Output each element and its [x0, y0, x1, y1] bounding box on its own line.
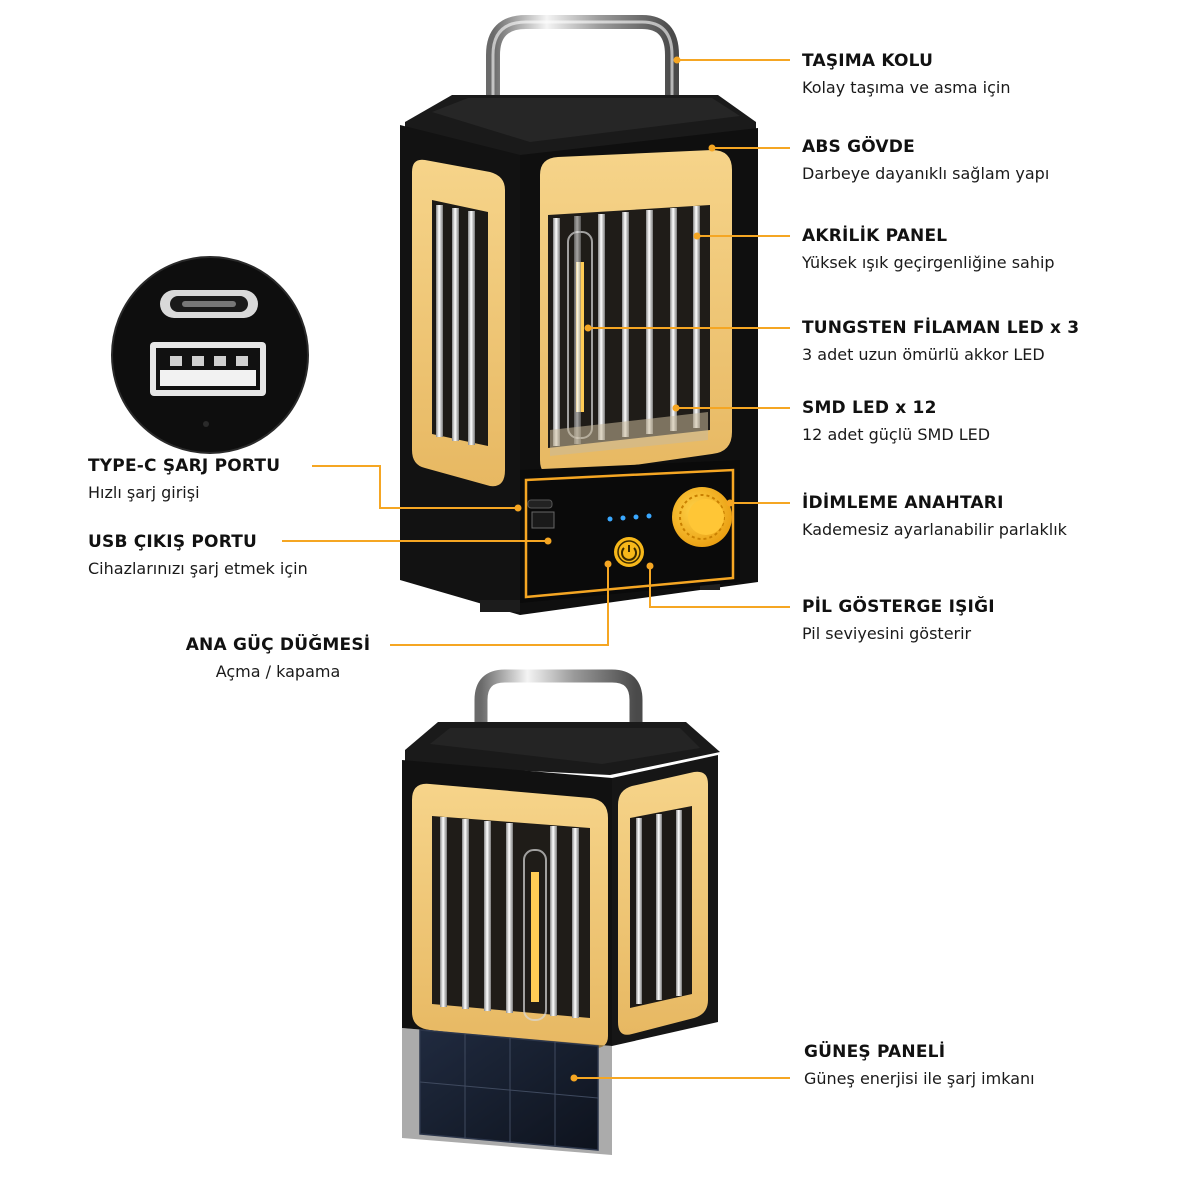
carry-handle-back: [474, 669, 643, 767]
callout-desc: 12 adet güçlü SMD LED: [802, 425, 991, 444]
callout-desc: Güneş enerjisi ile şarj imkanı: [804, 1069, 1035, 1088]
battery-indicator-leds: [607, 513, 652, 522]
callout-typec: TYPE-C ŞARJ PORTU Hızlı şarj girişi: [88, 455, 280, 504]
callout-desc: Kolay taşıma ve asma için: [802, 78, 1011, 97]
callout-dimmer: İDİMLEME ANAHTARI Kademesiz ayarlanabili…: [802, 492, 1067, 541]
usb-port-small: [531, 511, 555, 529]
callout-title: TUNGSTEN FİLAMAN LED x 3: [802, 318, 1080, 338]
callout-body: ABS GÖVDE Darbeye dayanıklı sağlam yapı: [802, 136, 1049, 185]
callout-smd: SMD LED x 12 12 adet güçlü SMD LED: [802, 397, 990, 446]
port-closeup: [111, 256, 309, 454]
callout-desc: Yüksek ışık geçirgenliğine sahip: [802, 253, 1055, 272]
callout-desc: Hızlı şarj girişi: [88, 483, 200, 502]
dimmer-knob: [672, 487, 732, 547]
lamp-back-view: [402, 669, 720, 1155]
callout-title: İDİMLEME ANAHTARI: [802, 493, 1004, 513]
callout-title: PİL GÖSTERGE IŞIĞI: [802, 597, 995, 617]
callout-title: TAŞIMA KOLU: [802, 51, 934, 71]
callout-title: GÜNEŞ PANELİ: [804, 1042, 946, 1062]
callout-title: ANA GÜÇ DÜĞMESİ: [185, 635, 371, 655]
callout-battery: PİL GÖSTERGE IŞIĞI Pil seviyesini göster…: [802, 596, 995, 645]
callout-power: ANA GÜÇ DÜĞMESİ Açma / kapama: [170, 634, 386, 683]
callout-title: TYPE-C ŞARJ PORTU: [88, 456, 281, 476]
callout-desc: Darbeye dayanıklı sağlam yapı: [802, 164, 1050, 183]
callout-desc: 3 adet uzun ömürlü akkor LED: [802, 345, 1045, 364]
typec-port-small: [527, 499, 553, 509]
callout-title: SMD LED x 12: [802, 398, 937, 418]
callout-title: ABS GÖVDE: [802, 137, 915, 157]
callout-desc: Pil seviyesini gösterir: [802, 624, 972, 643]
callout-solar: GÜNEŞ PANELİ Güneş enerjisi ile şarj imk…: [804, 1041, 1035, 1090]
callout-desc: Cihazlarınızı şarj etmek için: [88, 559, 308, 578]
left-rods: [436, 205, 475, 445]
callout-acrylic: AKRİLİK PANEL Yüksek ışık geçirgenliğine…: [802, 225, 1055, 274]
tungsten-filament-back: [523, 849, 547, 1021]
lamp-front-view: [400, 15, 758, 615]
callout-handle: TAŞIMA KOLU Kolay taşıma ve asma için: [802, 50, 1010, 99]
callout-usb: USB ÇIKIŞ PORTU Cihazlarınızı şarj etmek…: [88, 531, 308, 580]
callout-desc: Kademesiz ayarlanabilir parlaklık: [802, 520, 1067, 539]
callout-title: AKRİLİK PANEL: [802, 226, 948, 246]
solar-panel: [419, 1029, 599, 1151]
callout-title: USB ÇIKIŞ PORTU: [88, 532, 258, 552]
leader-lines: [282, 56, 790, 1082]
callout-tungsten: TUNGSTEN FİLAMAN LED x 3 3 adet uzun ömü…: [802, 317, 1079, 366]
callout-desc: Açma / kapama: [215, 662, 341, 681]
